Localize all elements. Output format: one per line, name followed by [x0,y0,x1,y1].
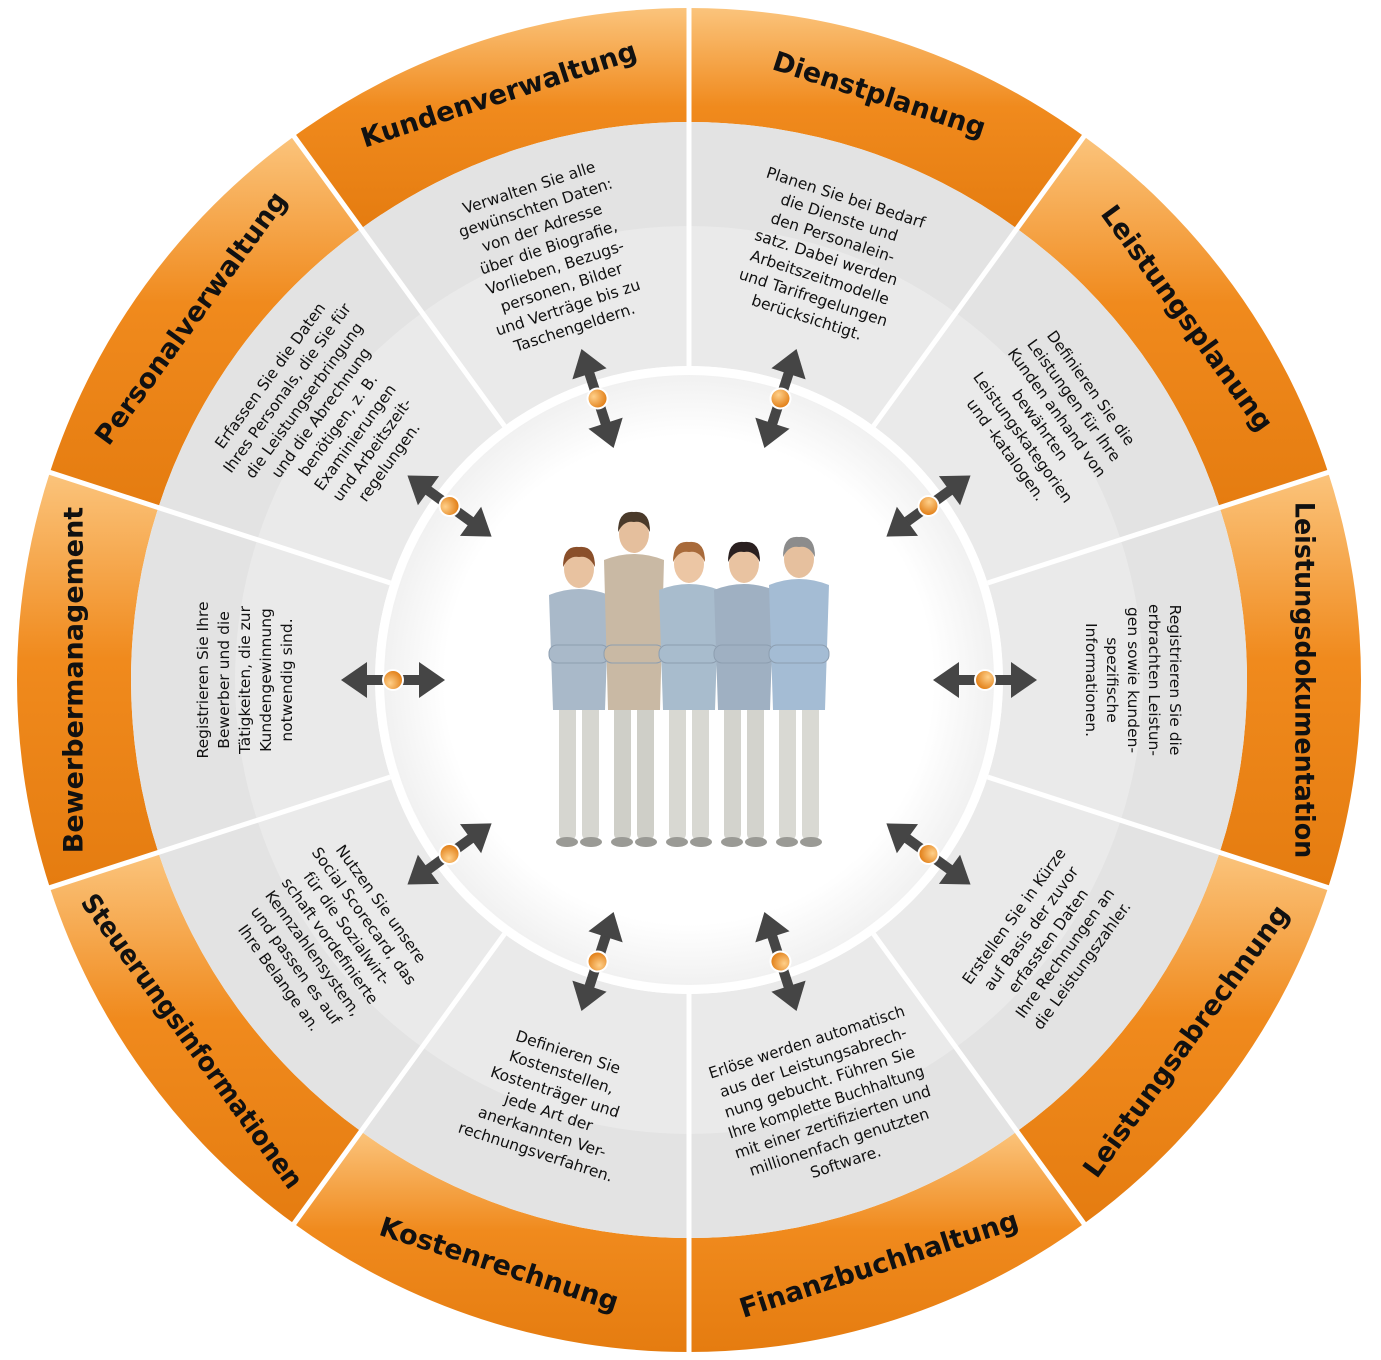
gray-segment-inner [689,226,956,426]
double-arrow-icon [407,475,492,537]
orange-ring-segment [1219,472,1361,888]
double-arrow-icon [407,823,492,885]
orange-dot-icon [586,950,609,973]
segment-title: Bewerbermanagement [59,507,90,854]
people-group-icon [548,511,830,847]
description-line: Registrieren Sie Ihre [194,601,212,758]
double-arrow-icon [755,349,806,448]
description-line: Bewerber und die [215,611,233,749]
orange-dot-icon [917,495,940,518]
orange-ring-segment [49,852,362,1224]
gray-segment-inner [873,312,1121,583]
description-line: spezifische [1103,637,1121,723]
description-line: Registrieren Sie die [1166,605,1184,756]
orange-dot-icon [438,495,461,518]
gray-segment-inner [987,539,1143,821]
segment-dividers [43,2,1335,1358]
gray-segment-inner [235,539,391,821]
description-line: notwendig sind. [278,618,296,741]
gray-segment-inner [689,934,956,1134]
orange-ring-segment [294,1131,689,1352]
gray-segment-inner [422,934,689,1134]
double-arrow-icon [933,662,1037,698]
segment-divider [871,130,1090,428]
orange-dot-icon [769,950,792,973]
segment-divider [288,932,507,1230]
double-arrow-icon [886,823,971,885]
description-line: gen sowie kunden- [1124,607,1142,753]
orange-dot-icon [586,387,609,410]
person-figure [658,541,720,847]
orange-ring-segment [1016,136,1329,508]
orange-dot-icon [438,842,461,865]
description-line: Tätigkeiten, die zur [236,605,254,755]
person-figure [603,511,665,847]
double-arrow-icon [572,912,623,1011]
double-arrow-icon [341,662,445,698]
double-arrow-icon [572,349,623,448]
person-figure [768,536,830,847]
segment-divider [43,468,392,586]
double-arrow-icon [755,912,806,1011]
center-circle [375,366,1003,994]
connector-arrows [341,349,1037,1011]
orange-ring-segment [689,1131,1084,1352]
orange-ring-segment [49,136,362,508]
orange-dot-icon [917,842,940,865]
gray-segment-inner [873,777,1121,1048]
double-arrow-icon [886,475,971,537]
description-line: erbrachten Leistun- [1145,604,1163,756]
gray-segment-inner [257,777,505,1048]
orange-ring-segment [16,472,159,888]
description-line: Kundengewinnung [257,608,275,752]
description-line: Informationen. [1082,623,1100,737]
gray-segment-inner [422,226,689,426]
orange-ring-segment [1016,852,1329,1224]
segment-divider [986,468,1335,586]
segment-title: Leistungsdokumentation [1289,502,1320,858]
gray-segment-inner [257,312,505,583]
orange-dot-icon [974,669,996,691]
orange-dot-icon [382,669,404,691]
segment-divider [43,774,392,892]
segment-divider [288,130,507,428]
orange-dot-icon [769,387,792,410]
segment-divider [986,774,1335,892]
orange-ring-segment [689,8,1084,229]
segment-divider [871,932,1090,1230]
orange-ring-segment [294,8,689,229]
person-figure [713,541,775,847]
